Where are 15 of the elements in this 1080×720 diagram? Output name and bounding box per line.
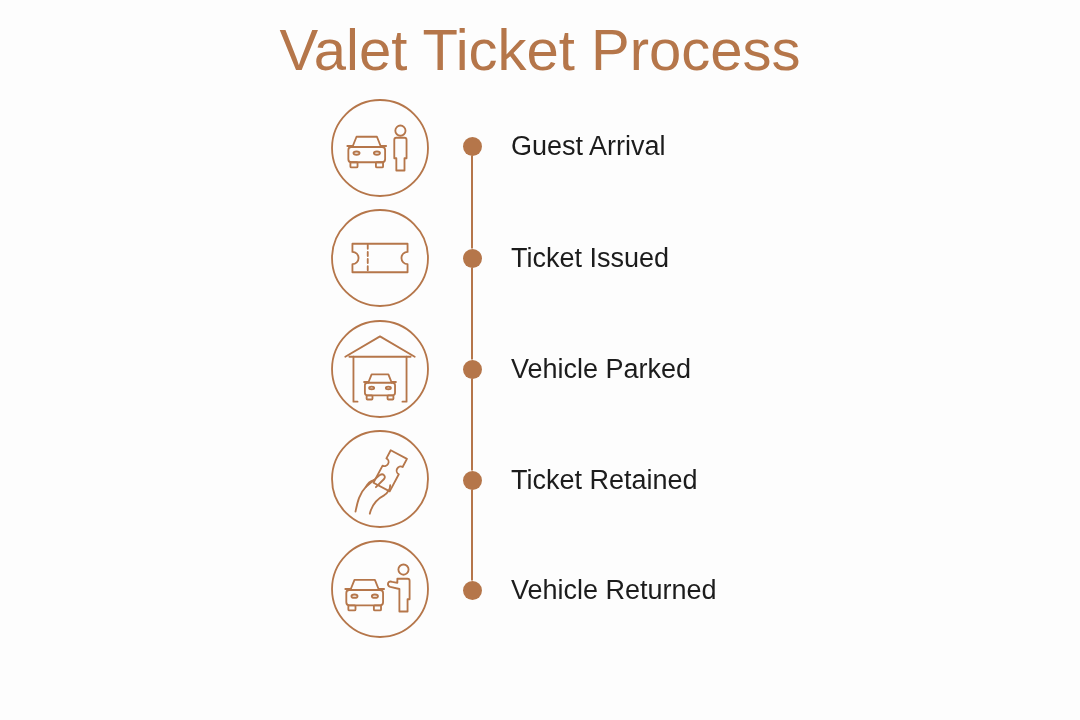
step-label: Ticket Retained: [511, 464, 698, 496]
timeline-line: [471, 154, 473, 250]
timeline-dot: [462, 136, 482, 156]
timeline-dot: [462, 470, 482, 490]
step-label: Vehicle Parked: [511, 353, 692, 385]
timeline-line: [471, 377, 473, 472]
timeline-line: [471, 266, 473, 361]
step-label: Ticket Issued: [511, 242, 670, 274]
timeline-dot: [462, 359, 482, 379]
timeline-line: [471, 488, 473, 582]
step-label: Vehicle Returned: [511, 574, 717, 606]
timeline-dot: [462, 248, 482, 268]
timeline-dot: [462, 580, 482, 600]
title: Valet Ticket Process: [279, 16, 801, 84]
step-label: Guest Arrival: [511, 130, 666, 162]
